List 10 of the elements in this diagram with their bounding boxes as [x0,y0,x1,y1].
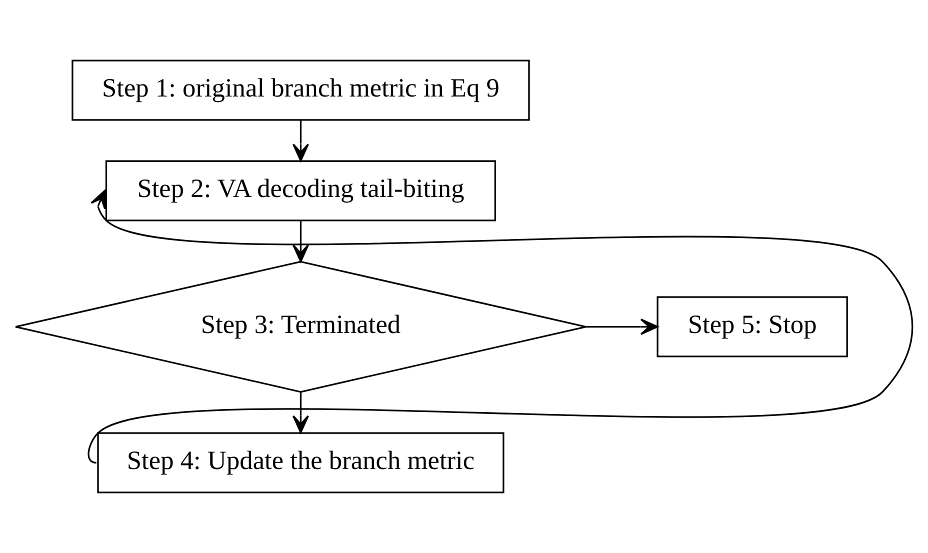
node-box: Step 1: original branch metric in Eq 9 [72,60,530,121]
node-diamond: Step 3: Terminated [14,260,587,393]
arrow [586,318,658,335]
node-box: Step 5: Stop [656,296,848,358]
arrow [292,220,309,262]
arrow [292,392,309,434]
node-box: Step 4: Update the branch metric [97,432,504,494]
arrow [88,190,913,464]
node-box: Step 2: VA decoding tail-biting [105,160,496,222]
arrow [292,120,309,162]
